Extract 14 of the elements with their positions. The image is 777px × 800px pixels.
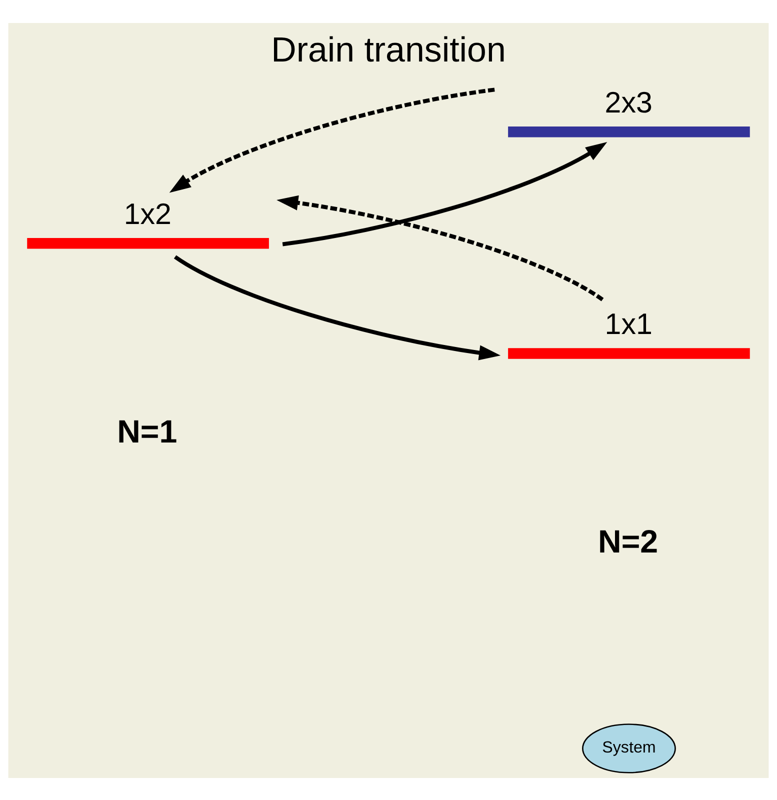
node-label: 1x2 bbox=[124, 197, 172, 230]
arrow bbox=[169, 87, 495, 192]
arrow bbox=[276, 194, 604, 301]
label: N=1 bbox=[117, 412, 178, 449]
label: N=2 bbox=[598, 523, 658, 560]
node-ellipse: System bbox=[582, 723, 676, 773]
arrow bbox=[282, 141, 608, 246]
diagram-title: Drain transition bbox=[271, 30, 506, 70]
arrow bbox=[174, 254, 501, 360]
node-label: 2x3 bbox=[604, 86, 652, 119]
node-box bbox=[27, 237, 269, 248]
node-box bbox=[508, 348, 750, 358]
node-label: 1x1 bbox=[604, 308, 652, 341]
node-box bbox=[508, 126, 750, 137]
